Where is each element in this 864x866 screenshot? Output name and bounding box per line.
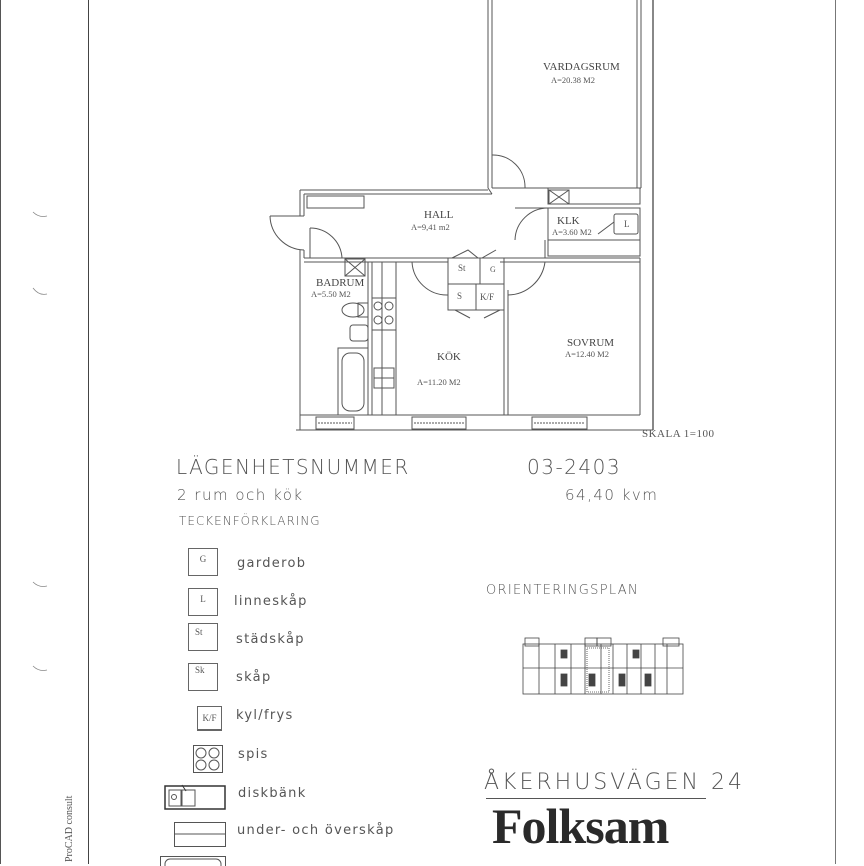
side-credit: ProCAD consult (64, 796, 75, 862)
punch-hole-marks (25, 200, 55, 700)
fixture-fridge-freezer: K/F (480, 292, 494, 302)
room-label-vardagsrum: VARDAGSRUM (543, 62, 620, 73)
legend-label-skap: skåp (236, 670, 272, 685)
room-label-badrum: BADRUM (316, 278, 364, 289)
cupboards-icon (174, 822, 226, 848)
legend-label-diskbank: diskbänk (238, 786, 307, 801)
room-label-klk: KLK (557, 216, 580, 227)
orientation-plan-title: ORIENTERINGSPLAN (486, 583, 639, 598)
bathtub-legend-icon (160, 856, 226, 866)
legend-label-spis: spis (238, 747, 269, 762)
legend-title: TECKENFÖRKLARING (179, 514, 321, 528)
scale-label: SKALA 1=100 (642, 428, 715, 440)
room-label-hall: HALL (424, 210, 453, 221)
linen-cabinet-icon: L (188, 588, 218, 616)
apartment-number: 03-2403 (527, 455, 621, 479)
stove-icon (193, 745, 223, 773)
fixture-wardrobe: G (490, 265, 496, 274)
legend-label-garderob: garderob (237, 556, 306, 571)
orientation-plan-map (521, 636, 685, 700)
fixture-linen-cabinet: L (624, 219, 630, 229)
room-area-kok: A=11.20 M2 (417, 378, 461, 387)
room-label-kok: KÖK (437, 352, 461, 363)
apartment-size: 64,40 kvm (565, 486, 658, 504)
fixture-cabinet: S (457, 291, 462, 301)
cleaning-cabinet-icon: St (188, 623, 218, 651)
legend-label-kyl-frys: kyl/frys (236, 708, 294, 723)
room-area-sovrum: A=12.40 M2 (565, 350, 609, 359)
sink-icon (164, 783, 226, 811)
room-area-hall: A=9,41 m2 (411, 223, 450, 232)
room-area-vardagsrum: A=20.38 M2 (551, 76, 595, 85)
fridge-freezer-icon: K/F (197, 706, 222, 731)
room-label-sovrum: SOVRUM (567, 338, 614, 349)
wardrobe-icon: G (188, 548, 218, 576)
address-label: ÅKERHUSVÄGEN 24 (484, 770, 745, 795)
room-area-klk: A=3.60 M2 (552, 228, 592, 237)
legend-label-linneskap: linneskåp (234, 594, 308, 609)
legend-label-stadskap: städskåp (236, 632, 305, 647)
brand-logo-folksam: Folksam (492, 800, 668, 852)
cabinet-icon: Sk (188, 663, 218, 691)
rooms-description: 2 rum och kök (177, 486, 304, 504)
fixture-cleaning-cabinet: St (458, 263, 466, 273)
room-area-badrum: A=5.50 M2 (311, 290, 351, 299)
apartment-number-label: LÄGENHETSNUMMER (176, 455, 410, 479)
legend-label-under-overskap: under- och överskåp (237, 823, 395, 838)
